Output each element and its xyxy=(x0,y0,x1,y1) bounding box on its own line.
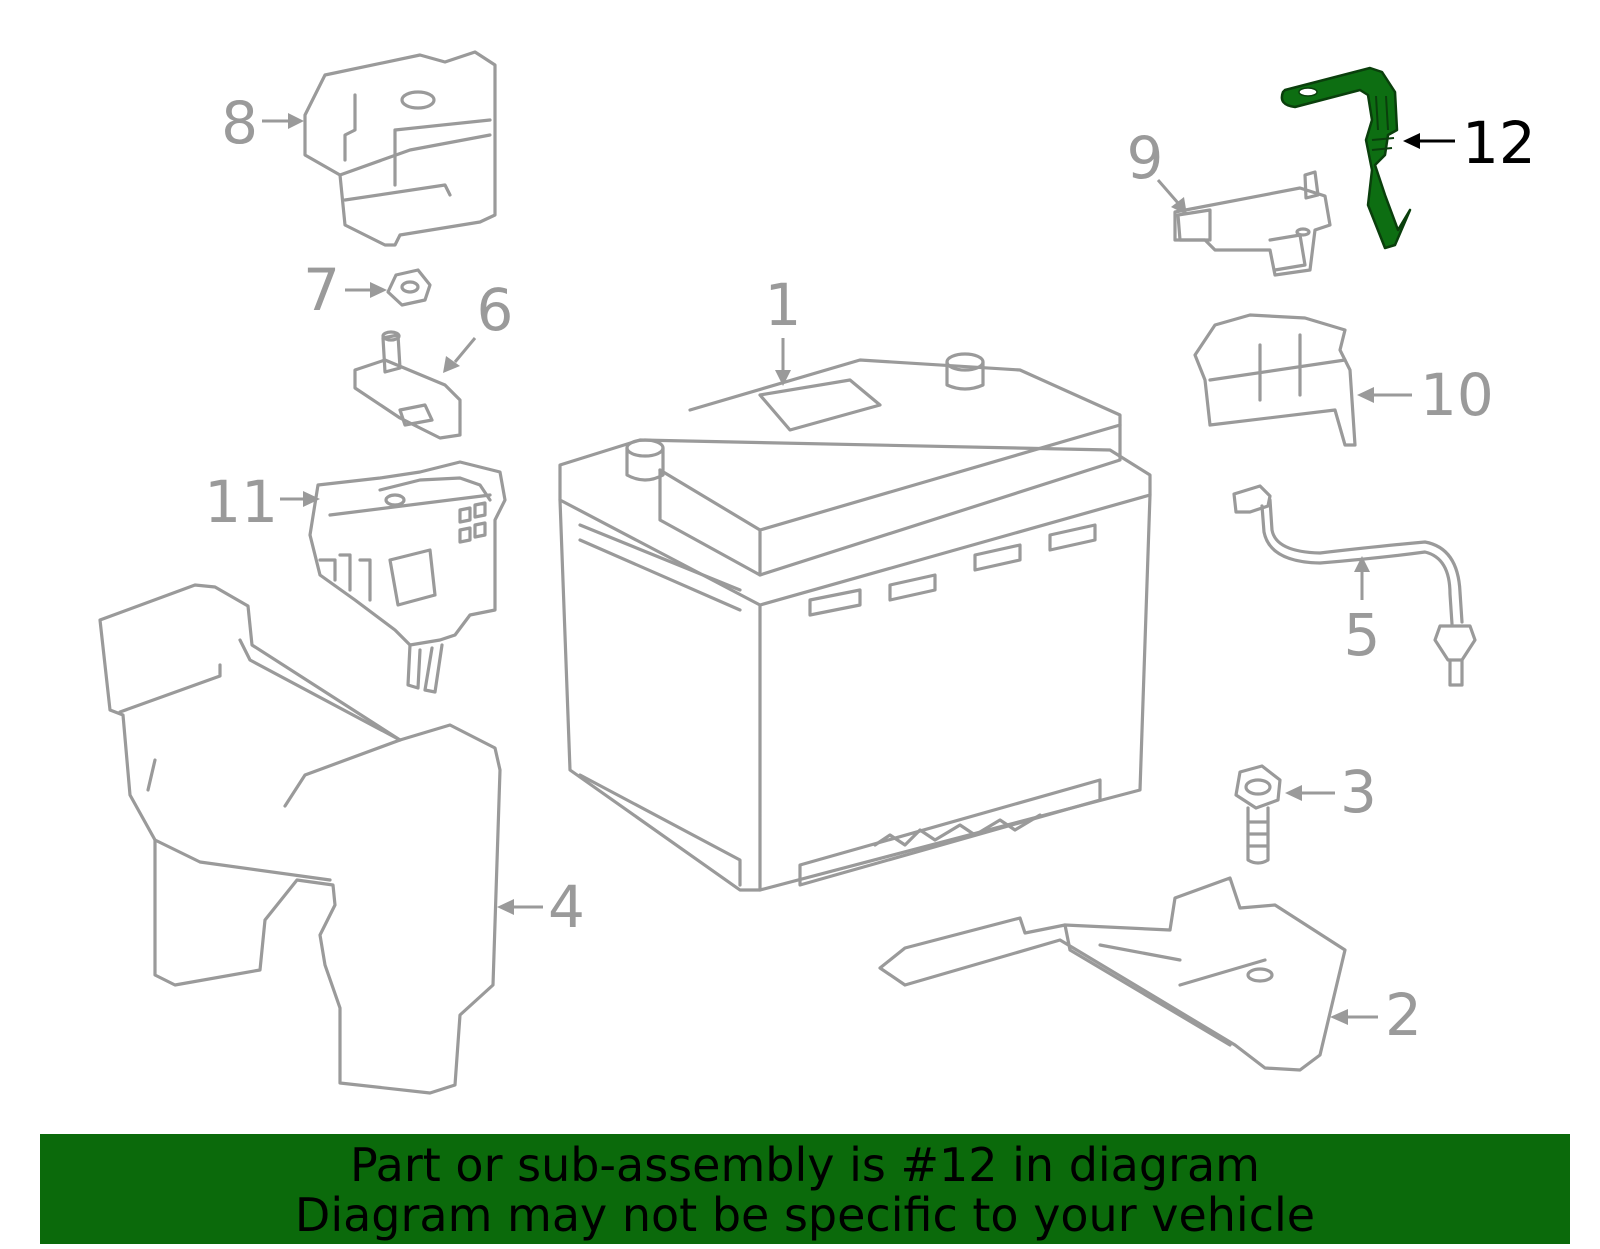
part-9-connector[interactable] xyxy=(1173,170,1332,277)
callout-3: 3 xyxy=(1285,758,1377,826)
part-1-battery[interactable] xyxy=(558,352,1152,892)
callout-5-number: 5 xyxy=(1344,601,1381,669)
callout-12: 12 xyxy=(1403,109,1536,177)
part-10-bracket[interactable] xyxy=(1193,313,1357,447)
callout-9: 9 xyxy=(1127,124,1187,215)
part-11-fuse-block[interactable] xyxy=(308,460,507,694)
callout-4: 4 xyxy=(497,873,585,941)
callout-3-number: 3 xyxy=(1340,758,1377,826)
part-12-ground-strap[interactable] xyxy=(1280,66,1412,250)
callout-12-number: 12 xyxy=(1462,109,1536,177)
callout-11: 11 xyxy=(204,468,320,536)
callout-11-number: 11 xyxy=(204,468,278,536)
part-8-terminal-cover[interactable] xyxy=(303,50,497,247)
part-7-nut[interactable] xyxy=(386,268,432,307)
callout-8: 8 xyxy=(221,89,304,157)
callout-6-number: 6 xyxy=(477,276,514,344)
callout-4-number: 4 xyxy=(548,873,585,941)
info-banner: Part or sub-assembly is #12 in diagram D… xyxy=(40,1134,1570,1244)
part-2-battery-tray[interactable] xyxy=(878,876,1347,1072)
callout-7: 7 xyxy=(303,256,387,324)
callout-6: 6 xyxy=(443,276,513,373)
callout-10-number: 10 xyxy=(1420,361,1494,429)
callout-7-number: 7 xyxy=(303,256,340,324)
callout-5: 5 xyxy=(1344,556,1381,669)
callout-2-number: 2 xyxy=(1385,981,1422,1049)
part-3-bolt[interactable] xyxy=(1234,764,1282,865)
part-4-insulator[interactable] xyxy=(98,583,502,1095)
banner-line-part: Part or sub-assembly is #12 in diagram xyxy=(350,1138,1260,1192)
banner-line-disclaimer: Diagram may not be specific to your vehi… xyxy=(294,1188,1316,1242)
callout-2: 2 xyxy=(1330,981,1422,1049)
part-6-terminal[interactable] xyxy=(353,330,462,440)
part-5-cable[interactable] xyxy=(1232,484,1477,687)
callout-1-number: 1 xyxy=(765,271,802,339)
callout-10: 10 xyxy=(1357,361,1494,429)
strap-eyelet-hole xyxy=(1298,87,1318,97)
callout-1: 1 xyxy=(765,271,802,386)
callout-8-number: 8 xyxy=(221,89,258,157)
